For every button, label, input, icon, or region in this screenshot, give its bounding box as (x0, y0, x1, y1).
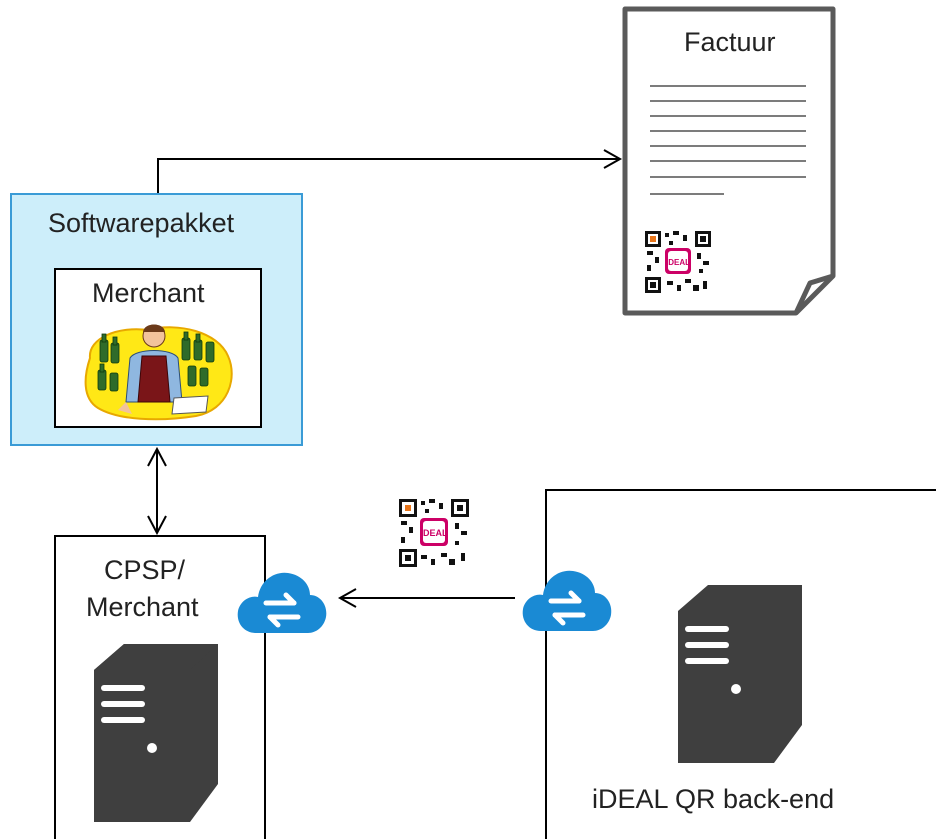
cpsp-title-line1: CPSP/ (104, 555, 186, 585)
arrowhead-up (147, 446, 167, 467)
transit-ideal-badge-text: iDEAL (421, 528, 449, 538)
arrowhead-left (337, 588, 357, 608)
factuur-title: Factuur (684, 27, 776, 57)
ideal-cloud-icon (522, 570, 612, 631)
arrow-software-to-factuur (157, 158, 620, 193)
invoice-qr-icon: iDEAL (645, 231, 711, 293)
ideal-backend-title: iDEAL QR back-end (592, 784, 835, 814)
merchant-clipart (84, 324, 233, 421)
arrowhead-down (147, 515, 167, 536)
cpsp-cloud-icon (237, 572, 327, 633)
softwarepakket-title: Softwarepakket (48, 208, 235, 238)
cpsp-title-line2: Merchant (86, 592, 199, 622)
arrowhead-factuur (603, 149, 623, 169)
merchant-title: Merchant (92, 278, 205, 308)
transit-qr-icon: iDEAL (399, 499, 469, 567)
invoice-ideal-badge-text: iDEAL (666, 258, 690, 267)
cpsp-server-icon (94, 644, 218, 822)
ideal-server-icon (678, 585, 802, 763)
